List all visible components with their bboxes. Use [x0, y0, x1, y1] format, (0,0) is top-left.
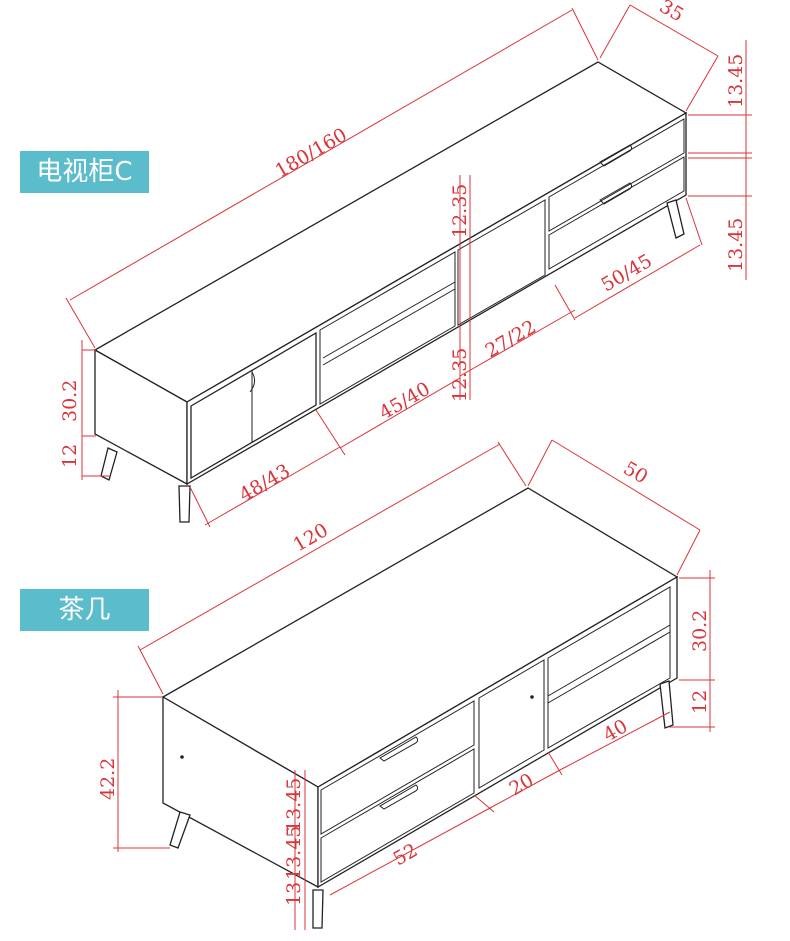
ct-total-height: 42.2 — [97, 758, 119, 800]
ct-drawer-top — [320, 700, 475, 835]
ct-drawer-height-2: 13.45 — [283, 826, 305, 880]
ct-drawer-width: 52 — [390, 839, 422, 870]
tv-door-left — [190, 331, 317, 480]
ct-height-right: 30.2 — [689, 610, 711, 652]
tv-open-width: 27/22 — [482, 316, 540, 362]
tv-middle-height-2: 12.35 — [449, 348, 471, 402]
tv-door-width: 48/43 — [236, 460, 294, 506]
tv-dimensions — [65, 4, 752, 528]
ct-leg — [312, 889, 324, 929]
tv-cabinet-drawing — [93, 61, 688, 523]
tv-drawer-top — [548, 118, 685, 232]
coffee-table-drawing — [161, 487, 679, 929]
tv-height-dimension: 30.2 — [59, 380, 81, 422]
tv-drawer-width: 50/45 — [598, 250, 656, 296]
ct-leg — [169, 811, 191, 849]
tv-leg — [100, 447, 118, 481]
coffee-table-dimensions — [113, 439, 715, 930]
ct-front — [317, 575, 678, 889]
tv-drawer-height-2: 13.45 — [725, 218, 747, 272]
tv-open-section — [457, 199, 546, 326]
tv-middle-height-1: 12.35 — [449, 184, 471, 238]
tv-leg — [178, 485, 191, 523]
tv-leg-dimension: 12 — [59, 444, 81, 468]
ct-open-section — [478, 659, 545, 789]
tv-drawer-height-1: 13.45 — [725, 54, 747, 108]
coffee-table-label: 茶几 — [20, 589, 149, 631]
tv-shelf-section — [319, 251, 456, 405]
ct-drawer-height-1: 13.45 — [283, 778, 305, 832]
ct-length-dimension: 120 — [290, 519, 332, 556]
ct-drawer-bottom — [320, 748, 475, 883]
ct-leg-left: 13 — [283, 882, 305, 906]
ct-shelf-section — [547, 586, 671, 749]
ct-leg — [659, 680, 674, 729]
tv-cabinet-label: 电视柜C — [20, 151, 149, 193]
tv-drawer-bottom — [548, 156, 685, 270]
tv-leg — [666, 199, 685, 239]
tv-length-dimension: 180/160 — [272, 124, 351, 183]
tv-shelf-width: 45/40 — [376, 378, 434, 424]
ct-leg-right: 12 — [689, 690, 711, 714]
